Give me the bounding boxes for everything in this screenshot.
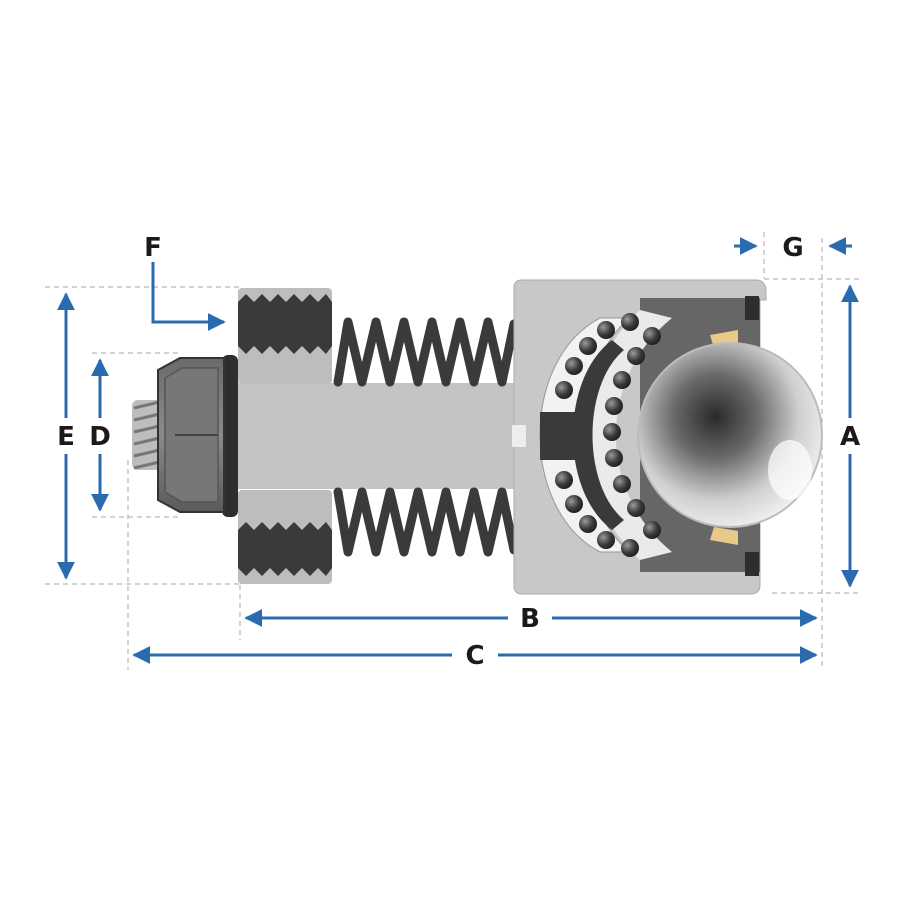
label-b: B: [520, 604, 540, 634]
guide-lines: [45, 232, 862, 670]
spring-bottom: [333, 487, 519, 557]
label-f: F: [144, 233, 162, 263]
mounting-collar-bottom: [238, 490, 332, 584]
label-g: G: [782, 233, 803, 263]
spring-top: [333, 317, 519, 387]
ball-highlight: [768, 440, 812, 500]
label-c: C: [465, 641, 484, 671]
arrow-f: [151, 262, 226, 331]
mounting-collar-top: [238, 288, 332, 384]
support-balls: [555, 313, 661, 557]
hex-nut: [157, 355, 238, 517]
label-d: D: [89, 422, 111, 452]
ball-race: [539, 310, 672, 560]
dimension-arrows: [57, 237, 859, 664]
main-ball: [637, 342, 823, 528]
label-a: A: [840, 422, 860, 452]
label-e: E: [57, 422, 75, 452]
shaft: [238, 383, 528, 489]
